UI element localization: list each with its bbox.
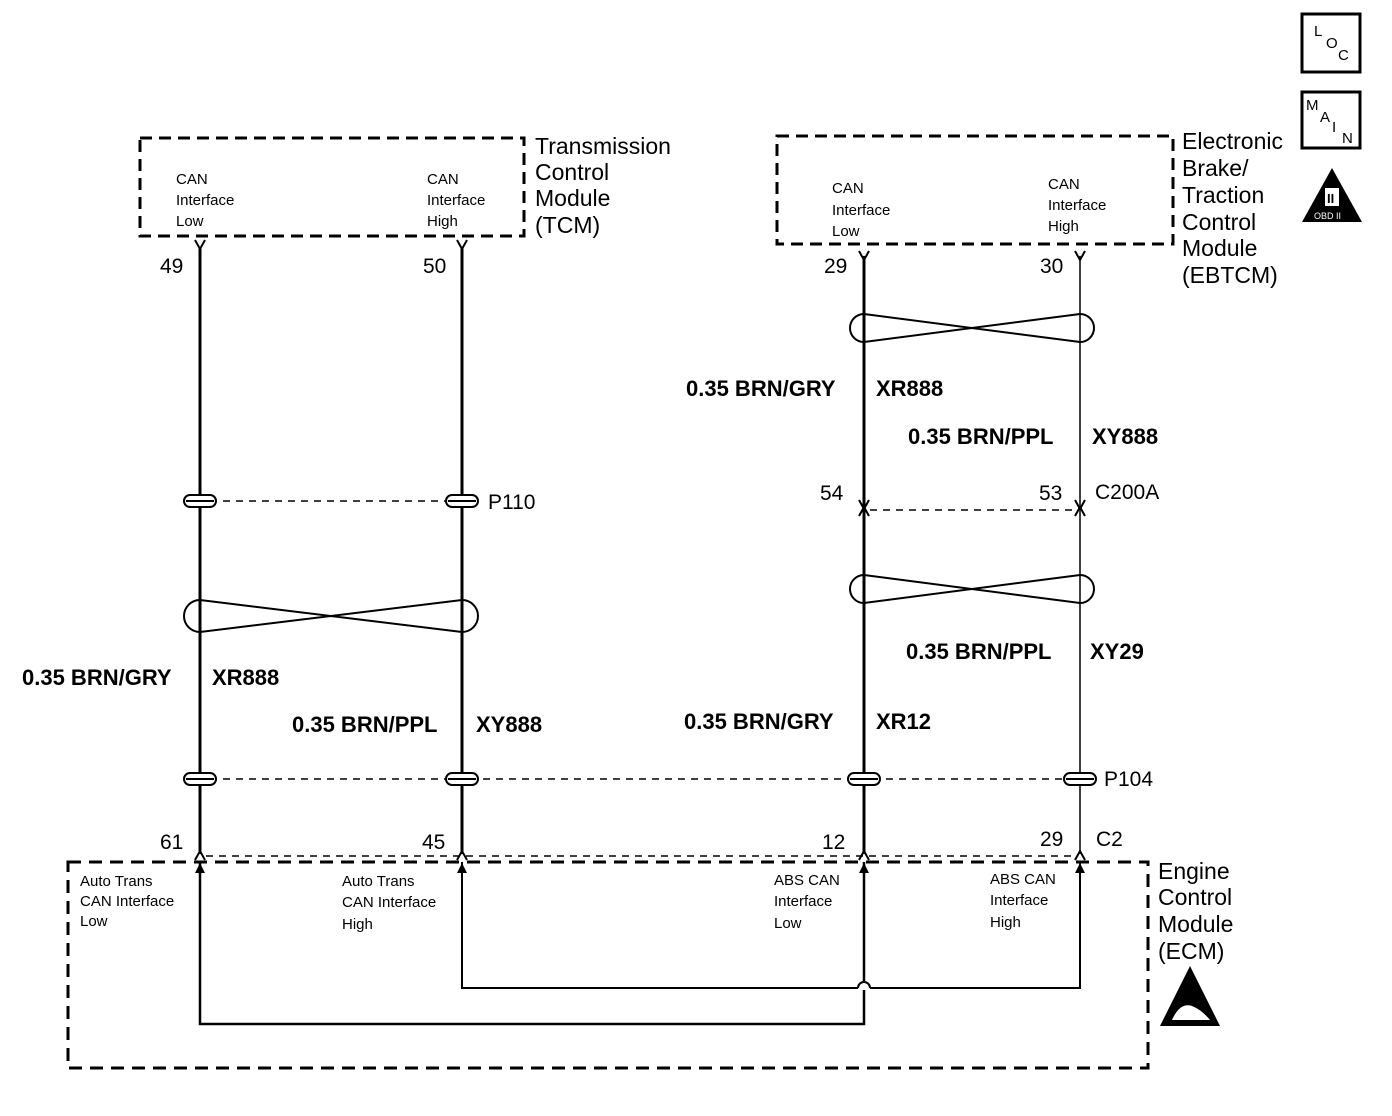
svg-text:L: L bbox=[1314, 23, 1322, 40]
ecm-abs-low-label: ABS CAN Interface Low bbox=[774, 872, 844, 932]
ecm-pin-61: 61 bbox=[160, 831, 183, 854]
ebtcm-pin-high: 30 bbox=[1040, 255, 1063, 278]
right-high-upper-wire-circuit: XY888 bbox=[1092, 424, 1158, 449]
connector-names: P110 P104 C200A C2 bbox=[488, 481, 1159, 851]
obd-ii-icon: II OBD II bbox=[1302, 168, 1362, 222]
left-low-wire-gauge: 0.35 BRN/GRY bbox=[22, 665, 172, 690]
ecm-pin-29: 29 bbox=[1040, 828, 1063, 851]
ecm-abs-high-label: ABS CAN Interface High bbox=[990, 871, 1060, 931]
ecm-module: Engine Control Module (ECM) Auto Trans C… bbox=[66, 858, 1240, 1070]
svg-text:M: M bbox=[1306, 97, 1319, 114]
svg-text:II: II bbox=[1327, 191, 1334, 206]
left-low-wire-circuit: XR888 bbox=[212, 665, 279, 690]
loc-icon: L O C bbox=[1300, 12, 1362, 74]
right-low-upper-wire-circuit: XR888 bbox=[876, 376, 943, 401]
tcm-module: Transmission Control Module (TCM) CAN In… bbox=[138, 133, 677, 238]
p110-label: P110 bbox=[488, 491, 536, 514]
connector-forks bbox=[194, 239, 1086, 861]
right-low-lower-wire-circuit: XR12 bbox=[876, 709, 931, 734]
svg-text:O: O bbox=[1326, 35, 1338, 52]
ebtcm-can-high-label: CAN Interface High bbox=[1048, 176, 1111, 235]
right-high-lower-wire-gauge: 0.35 BRN/PPL bbox=[906, 639, 1052, 664]
right-high-lower-wire-circuit: XY29 bbox=[1090, 639, 1144, 664]
tcm-pin-low: 49 bbox=[160, 255, 183, 278]
tcm-title: Transmission Control Module (TCM) bbox=[535, 133, 677, 238]
ecm-arrows bbox=[195, 863, 1085, 873]
right-low-upper-wire-gauge: 0.35 BRN/GRY bbox=[686, 376, 836, 401]
ecm-pin-12: 12 bbox=[822, 831, 845, 854]
c200a-pin-high: 53 bbox=[1039, 482, 1062, 505]
ebtcm-title: Electronic Brake/ Traction Control Modul… bbox=[1182, 128, 1289, 288]
ecm-pin-45: 45 bbox=[422, 831, 445, 854]
p104-label: P104 bbox=[1104, 768, 1153, 791]
svg-text:I: I bbox=[1332, 119, 1336, 136]
tcm-can-high-label: CAN Interface High bbox=[427, 171, 490, 230]
twisted-pair-symbols bbox=[183, 312, 1095, 634]
c2-label: C2 bbox=[1096, 828, 1123, 851]
inline-connectors bbox=[183, 494, 1097, 786]
pin-numbers: 49 50 29 30 54 53 61 45 12 29 bbox=[160, 255, 1063, 854]
ebtcm-pin-low: 29 bbox=[824, 255, 847, 278]
main-icon: M A I N bbox=[1300, 90, 1362, 150]
left-high-wire-gauge: 0.35 BRN/PPL bbox=[292, 712, 438, 737]
left-high-wire-circuit: XY888 bbox=[476, 712, 542, 737]
wire-labels: 0.35 BRN/GRY XR888 0.35 BRN/PPL XY888 0.… bbox=[22, 376, 1158, 737]
tcm-can-low-label: CAN Interface Low bbox=[176, 171, 239, 230]
ecm-auto-low-label: Auto Trans CAN Interface Low bbox=[80, 873, 178, 930]
svg-text:OBD II: OBD II bbox=[1314, 211, 1341, 221]
c200a-label: C200A bbox=[1095, 481, 1159, 504]
c200a-pin-low: 54 bbox=[820, 482, 844, 505]
svg-text:A: A bbox=[1320, 109, 1330, 126]
tcm-pin-high: 50 bbox=[423, 255, 446, 278]
esd-warning-icon bbox=[1160, 966, 1220, 1026]
ecm-auto-high-label: Auto Trans CAN Interface High bbox=[342, 873, 440, 933]
ecm-title: Engine Control Module (ECM) bbox=[1158, 858, 1240, 964]
svg-text:N: N bbox=[1342, 130, 1353, 147]
svg-text:C: C bbox=[1338, 47, 1349, 64]
ebtcm-can-low-label: CAN Interface Low bbox=[832, 180, 895, 240]
ebtcm-module: Electronic Brake/ Traction Control Modul… bbox=[775, 128, 1289, 288]
wires bbox=[198, 247, 1081, 1026]
right-low-lower-wire-gauge: 0.35 BRN/GRY bbox=[684, 709, 834, 734]
connector-dash-lines bbox=[206, 500, 1074, 857]
right-high-upper-wire-gauge: 0.35 BRN/PPL bbox=[908, 424, 1054, 449]
